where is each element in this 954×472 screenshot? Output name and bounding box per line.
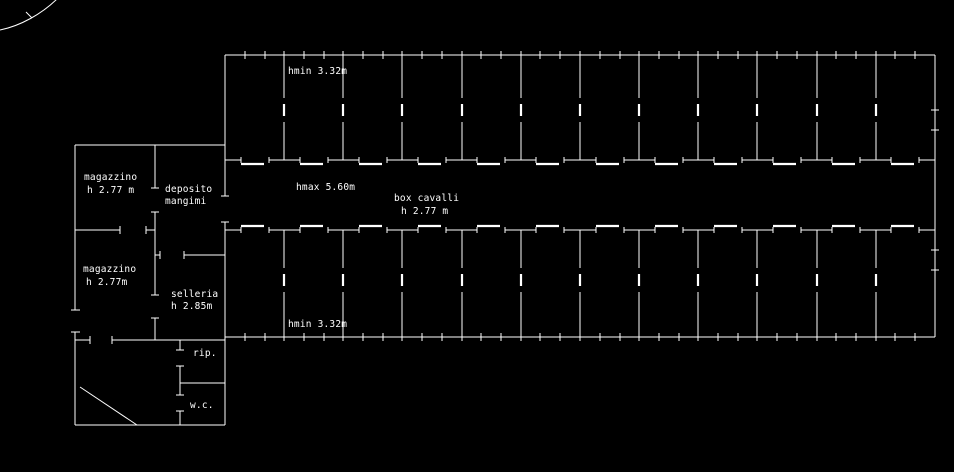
door-gap xyxy=(655,227,683,233)
label-wc: w.c. xyxy=(190,400,214,411)
door-gap xyxy=(300,157,328,163)
service-wing xyxy=(71,144,226,426)
label-box-cavalli: box cavalli xyxy=(394,193,459,204)
label-selleria-height: h 2.85m xyxy=(171,301,213,312)
label-magazzino-bottom: magazzino xyxy=(83,264,136,275)
door-gap xyxy=(596,227,624,233)
door-gap xyxy=(418,157,446,163)
door-gap xyxy=(714,157,742,163)
site-boundary xyxy=(0,0,57,31)
stall-partitions-top xyxy=(282,49,878,162)
label-selleria: selleria xyxy=(171,289,218,300)
label-magazzino-bottom-height: h 2.77m xyxy=(86,277,128,288)
door-gap xyxy=(891,157,919,163)
corridor-walls xyxy=(225,159,935,231)
door-gap xyxy=(891,227,919,233)
door-gap xyxy=(241,227,269,233)
door-gap xyxy=(832,157,860,163)
door-gap xyxy=(477,227,505,233)
door-gap xyxy=(832,227,860,233)
stall-partitions-bottom xyxy=(282,228,878,343)
door-gap xyxy=(477,157,505,163)
label-deposito: deposito xyxy=(165,184,212,195)
door-gap xyxy=(300,227,328,233)
door-gap xyxy=(418,227,446,233)
door-gap xyxy=(359,157,387,163)
door-gap xyxy=(536,227,564,233)
boundary-tick xyxy=(25,11,33,19)
label-magazzino-top-height: h 2.77 m xyxy=(87,185,134,196)
label-mangimi: mangimi xyxy=(165,196,207,207)
door-gap xyxy=(773,227,801,233)
door-gap xyxy=(714,227,742,233)
label-magazzino-top: magazzino xyxy=(84,172,137,183)
label-hmax-corridor: hmax 5.60m xyxy=(296,182,355,193)
label-hmin-top: hmin 3.32m xyxy=(288,66,347,77)
boundary-arc xyxy=(0,0,57,31)
label-rip: rip. xyxy=(193,348,217,359)
door-gap xyxy=(655,157,683,163)
door-gap xyxy=(241,157,269,163)
label-hmin-bottom: hmin 3.32m xyxy=(288,319,347,330)
door-gap xyxy=(596,157,624,163)
door-gap xyxy=(536,157,564,163)
labels: hmin 3.32m hmax 5.60m box cavalli h 2.77… xyxy=(83,66,459,411)
door-gap xyxy=(359,227,387,233)
label-box-cavalli-height: h 2.77 m xyxy=(401,206,448,217)
door-gap xyxy=(773,157,801,163)
entry-diagonal-line xyxy=(79,386,138,426)
